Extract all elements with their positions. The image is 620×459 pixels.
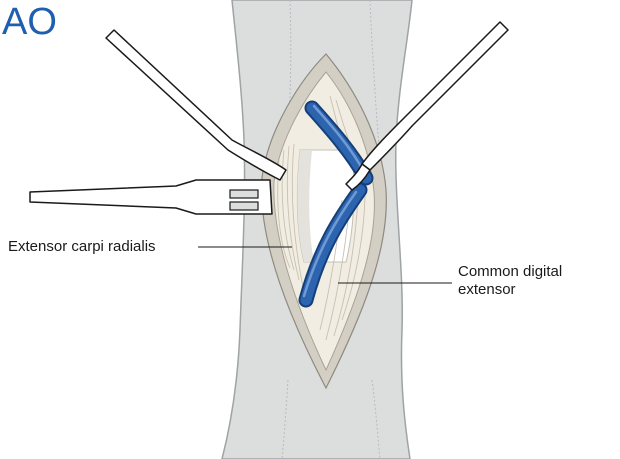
deep-layer-shade bbox=[297, 150, 314, 262]
vessel-upper-highlight bbox=[312, 104, 366, 174]
label-common-digital-extensor: Common digital extensor bbox=[458, 263, 562, 299]
ao-logo-text: AO bbox=[2, 1, 57, 40]
retractor-upper-left bbox=[105, 29, 287, 181]
vessel-lower-highlight bbox=[302, 190, 358, 298]
skin-fold-line bbox=[281, 379, 289, 459]
rake-prong-slot bbox=[229, 189, 259, 199]
label-extensor-carpi-radialis: Extensor carpi radialis bbox=[8, 238, 156, 255]
rake-prong-slot bbox=[229, 201, 259, 211]
retractor-left-rake bbox=[29, 179, 273, 215]
ao-logo: AO bbox=[2, 1, 57, 40]
label-common-digital-extensor-line1: Common digital bbox=[458, 263, 563, 280]
retractor-upper-right-tip bbox=[345, 163, 371, 191]
skin-fold-line bbox=[371, 379, 381, 459]
skin-fold-line bbox=[369, 0, 381, 161]
vessel-lower-fill bbox=[300, 184, 366, 306]
label-common-digital-extensor-line2: extensor bbox=[458, 281, 516, 298]
